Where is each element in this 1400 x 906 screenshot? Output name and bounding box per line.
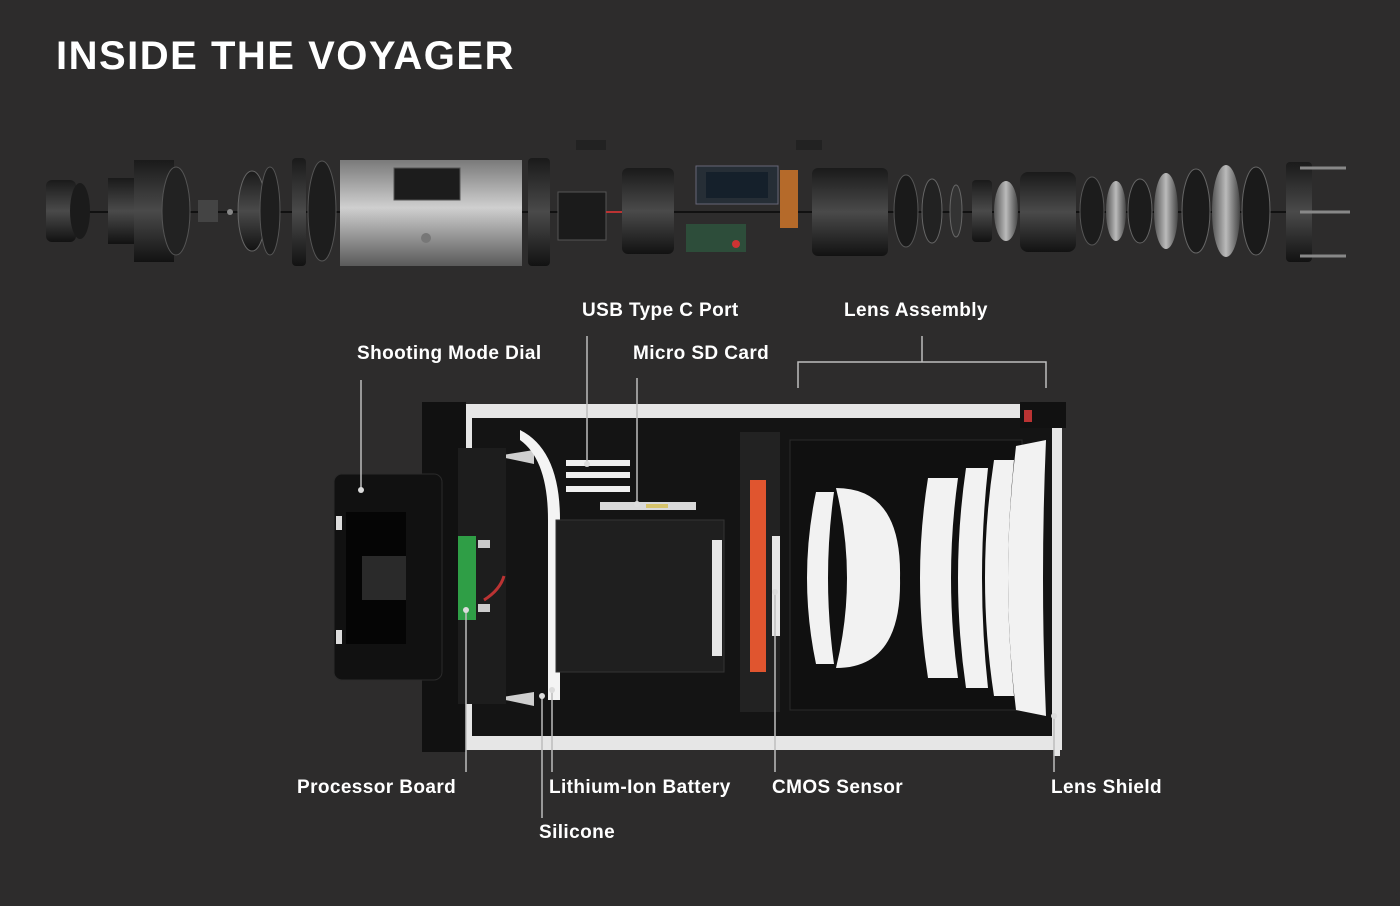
page-title: INSIDE THE VOYAGER [56,34,515,78]
lithium-ion-battery [555,519,725,673]
label-lens-shield: Lens Shield [1051,777,1163,798]
lens-element-3 [920,478,958,678]
exploded-battery [557,191,607,241]
dial-housing [108,178,138,244]
label-cmos-sensor: CMOS Sensor [772,777,904,798]
exploded-lens-barrel [812,168,888,256]
screw-top [496,450,534,464]
lens-element-2 [836,488,901,668]
cmos-sensor [750,480,766,672]
label-lithium-ion-battery: Lithium-Ion Battery [549,777,731,798]
lens-element-6 [1008,440,1046,716]
silicone-layer [520,430,560,700]
leader-dots [358,461,1057,719]
label-micro-sd-card: Micro SD Card [633,343,770,364]
exploded-view-illustration [46,140,1350,266]
label-usb-type-c-port: USB Type C Port [582,300,739,321]
label-shooting-mode-dial: Shooting Mode Dial [357,343,542,364]
label-silicone: Silicone [539,822,616,843]
label-lens-assembly: Lens Assembly [844,300,988,321]
lens-element-4 [958,468,988,688]
exploded-lens-shield [1286,162,1312,262]
label-processor-board: Processor Board [297,777,457,798]
leader-lines [360,336,1055,818]
lens-element-5 [985,460,1014,696]
lens-element-1 [807,492,834,664]
screw-bottom [496,692,534,706]
knurled-cap [46,180,76,242]
usb-port [566,460,630,466]
processor-board [458,536,476,620]
